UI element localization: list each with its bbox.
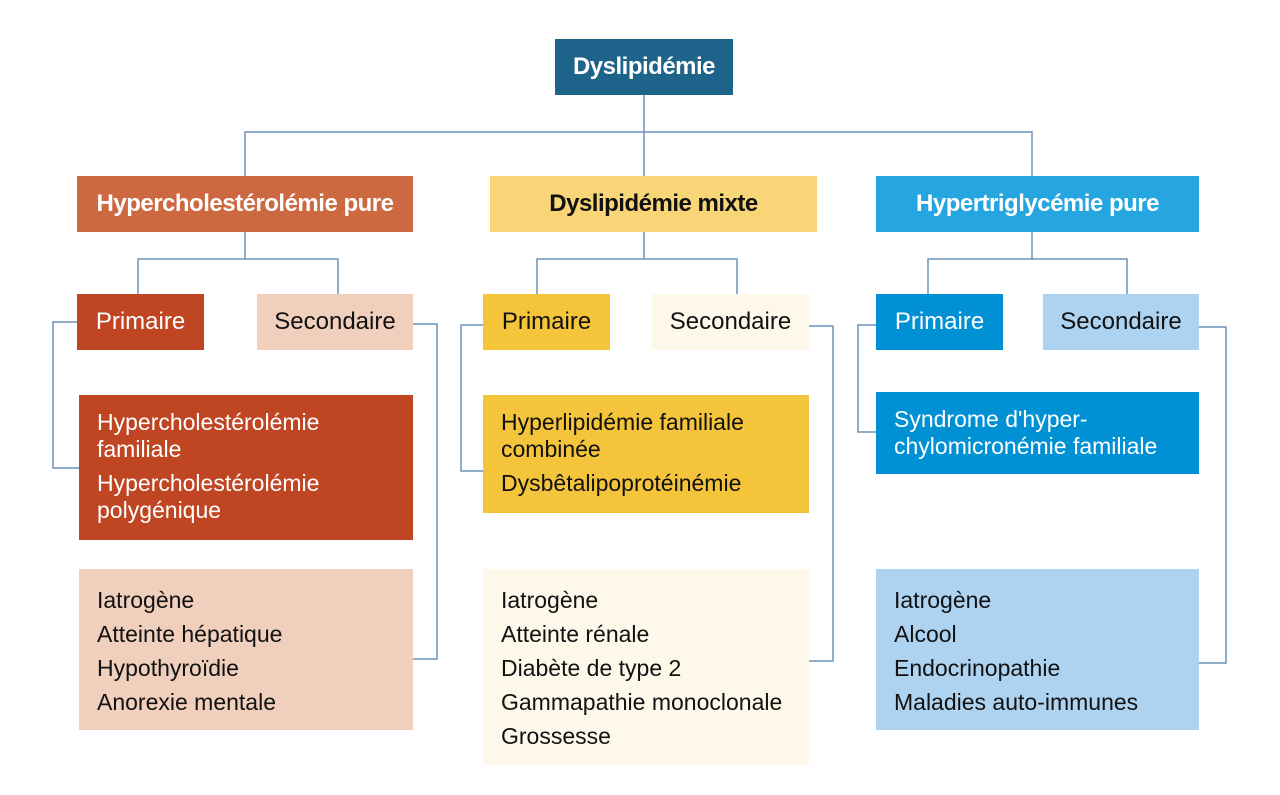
list-item: Anorexie mentale (97, 689, 276, 715)
connector-line (244, 131, 1033, 176)
primary-causes-list: Hypercholestérolémie familiale Hyperchol… (79, 395, 413, 540)
list-item: Iatrogène (501, 587, 599, 613)
connector-line (52, 321, 79, 469)
primary-node: Primaire (77, 294, 204, 350)
root-label: Dyslipidémie (572, 53, 716, 80)
primary-node: Primaire (876, 294, 1003, 350)
connector-line (809, 325, 834, 662)
connector-line (460, 324, 483, 472)
connector-line (1199, 326, 1227, 664)
connector-line (245, 258, 339, 294)
list-item: Syndrome d'hyper-chylomicronémie familia… (894, 406, 1158, 459)
secondary-label: Secondaire (669, 308, 792, 335)
list-item: Alcool (894, 621, 957, 647)
category-title: Dyslipidémie mixte (549, 190, 758, 217)
list-item: Maladies auto-immunes (894, 689, 1139, 715)
list-item: Hypercholestérolémie polygénique (97, 470, 320, 523)
connector-line (857, 324, 876, 433)
primary-causes-list: Hyperlipidémie familiale combinée Dysbêt… (483, 395, 809, 513)
list-item: Hypothyroïdie (97, 655, 239, 681)
list-item: Iatrogène (97, 587, 195, 613)
list-item: Gammapathie monoclonale (501, 689, 783, 715)
connector-line (927, 232, 1033, 294)
secondary-node: Secondaire (1043, 294, 1199, 350)
secondary-label: Secondaire (1060, 308, 1182, 335)
secondary-causes-list: Iatrogène Atteinte hépatique Hypothyroïd… (79, 569, 413, 730)
primary-label: Primaire (501, 308, 592, 335)
connector-line (413, 323, 438, 660)
category-title: Hypercholestérolémie pure (96, 190, 394, 217)
list-item: Hypercholestérolémie familiale (97, 409, 320, 462)
primary-causes-list: Syndrome d'hyper-chylomicronémie familia… (876, 392, 1199, 474)
category-hypertriglycemie: Hypertriglycémie pure (876, 176, 1199, 232)
connector-line (1032, 258, 1128, 294)
primary-label: Primaire (894, 308, 985, 335)
list-item: Hyperlipidémie familiale combinée (501, 409, 744, 462)
category-hypercholesterolemie: Hypercholestérolémie pure (77, 176, 413, 232)
primary-node: Primaire (483, 294, 610, 350)
list-item: Atteinte rénale (501, 621, 650, 647)
category-dyslipidemie-mixte: Dyslipidémie mixte (490, 176, 817, 232)
connector-line (536, 232, 645, 294)
list-item: Diabète de type 2 (501, 655, 682, 681)
secondary-label: Secondaire (274, 308, 396, 335)
connector-line (644, 258, 738, 294)
list-item: Endocrinopathie (894, 655, 1061, 681)
list-item: Dysbêtalipoprotéinémie (501, 470, 742, 496)
secondary-causes-list: Iatrogène Atteinte rénale Diabète de typ… (483, 569, 809, 765)
list-item: Atteinte hépatique (97, 621, 283, 647)
secondary-causes-list: Iatrogène Alcool Endocrinopathie Maladie… (876, 569, 1199, 730)
list-item: Iatrogène (894, 587, 992, 613)
root-node: Dyslipidémie (555, 39, 733, 95)
connector-line (137, 232, 246, 294)
list-item: Grossesse (501, 723, 611, 749)
category-title: Hypertriglycémie pure (916, 190, 1159, 217)
secondary-node: Secondaire (652, 294, 809, 350)
primary-label: Primaire (95, 308, 186, 335)
secondary-node: Secondaire (257, 294, 413, 350)
